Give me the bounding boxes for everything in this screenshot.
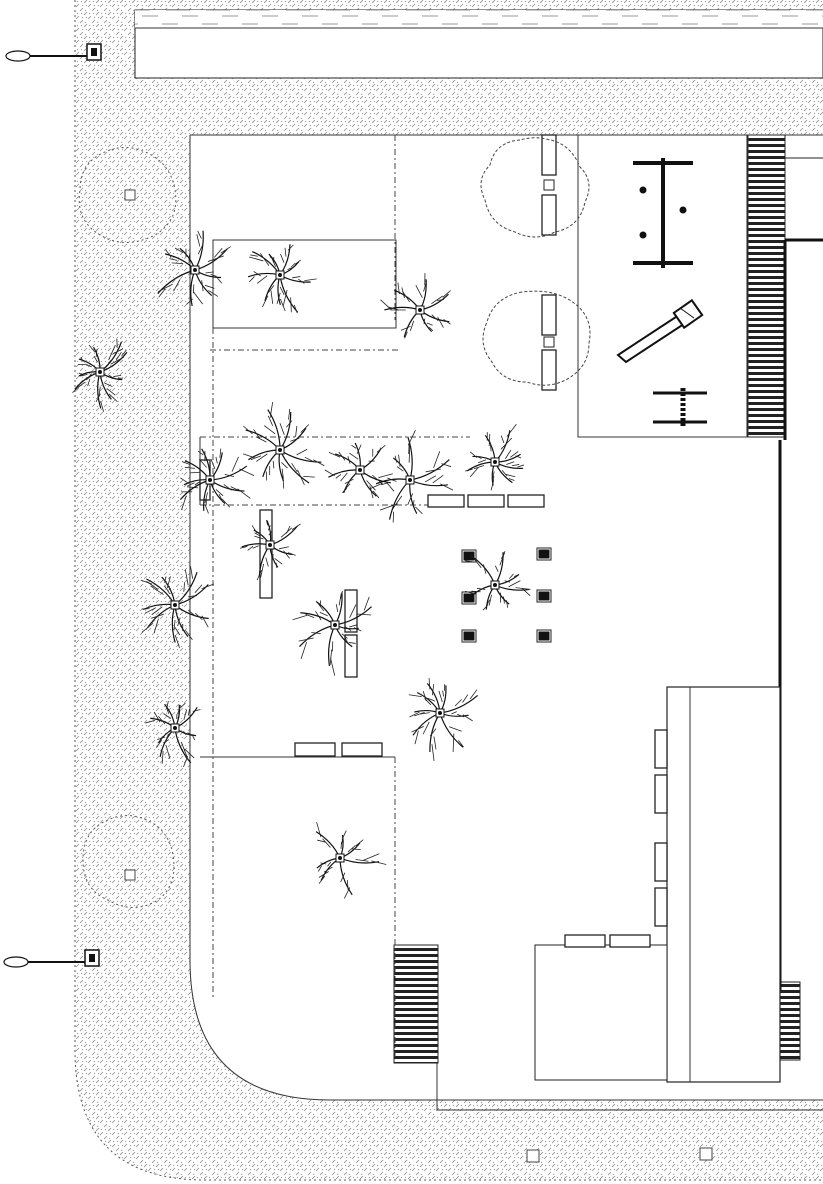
deciduous-tree bbox=[464, 550, 531, 611]
deciduous-tree bbox=[243, 401, 325, 489]
bench-row-lower bbox=[294, 742, 383, 757]
bench-row-middle bbox=[427, 494, 545, 508]
deciduous-tree bbox=[157, 230, 231, 307]
bench-row-building bbox=[564, 934, 651, 948]
pavement-marker bbox=[124, 189, 713, 1163]
street-lamp-bottom bbox=[3, 949, 100, 968]
street-lamp-top bbox=[5, 43, 102, 62]
playground-slide bbox=[616, 298, 704, 364]
lot-divisions bbox=[199, 134, 749, 1060]
canopy-tree bbox=[78, 137, 591, 908]
deciduous-tree bbox=[292, 590, 372, 676]
deciduous-tree bbox=[72, 338, 128, 412]
bench-vertical-playground bbox=[541, 134, 557, 391]
building bbox=[436, 686, 823, 1111]
parking-stripes-top-right bbox=[746, 134, 786, 438]
cafe-table-set bbox=[461, 547, 552, 643]
deciduous-tree bbox=[324, 442, 395, 499]
deciduous-tree bbox=[247, 244, 317, 314]
deciduous-tree bbox=[369, 430, 454, 523]
playground-seesaw bbox=[653, 388, 707, 428]
playground-climbing-frame bbox=[633, 158, 693, 268]
deciduous-tree bbox=[465, 424, 525, 491]
deciduous-tree bbox=[380, 273, 451, 339]
deciduous-tree bbox=[140, 566, 215, 648]
deciduous-tree bbox=[408, 678, 478, 762]
deciduous-tree bbox=[179, 448, 255, 514]
deciduous-tree bbox=[315, 821, 387, 899]
deciduous-tree bbox=[145, 700, 201, 768]
parking-stripes-bottom bbox=[393, 944, 439, 1064]
parking-stripes-right-bottom bbox=[779, 981, 801, 1061]
deciduous-tree bbox=[239, 519, 301, 581]
